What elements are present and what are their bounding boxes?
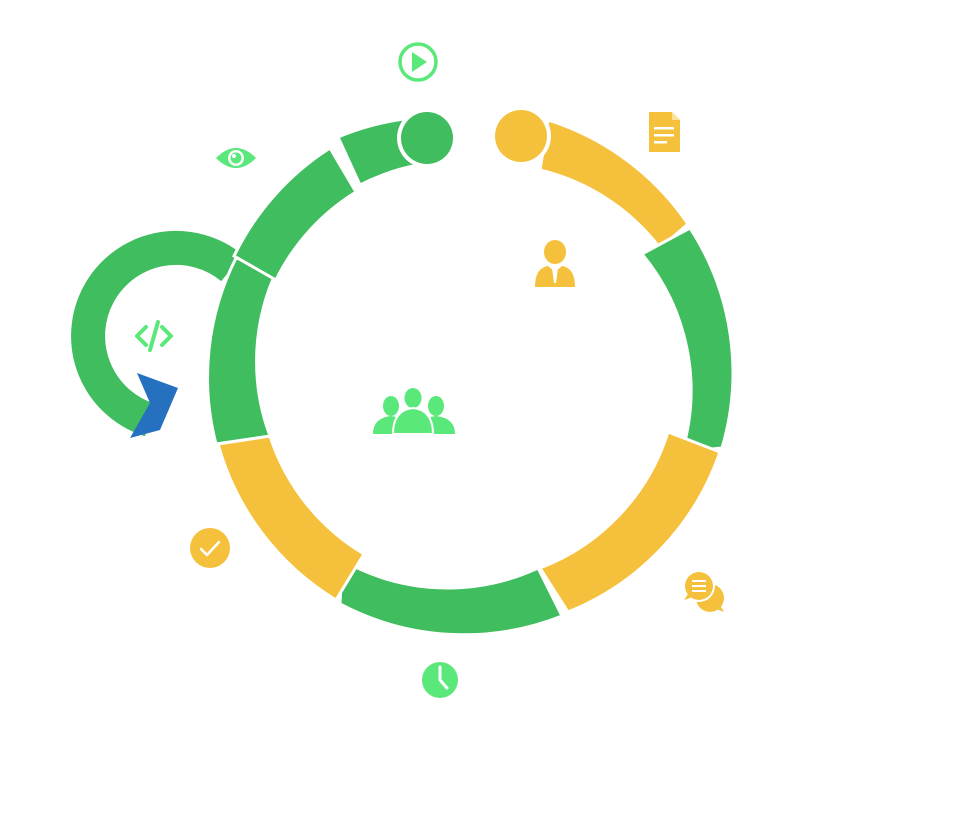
ring-segment-bottom-right bbox=[537, 430, 722, 614]
ring-segment-bottom-left bbox=[216, 434, 367, 603]
ring-segment-top-right bbox=[538, 118, 690, 251]
document-icon bbox=[649, 112, 680, 152]
chat-icon bbox=[683, 570, 724, 612]
code-loop-arc bbox=[71, 230, 243, 437]
ring-cap-green bbox=[397, 108, 457, 168]
cycle-ring bbox=[206, 116, 735, 637]
blue-arrow-icon bbox=[130, 373, 178, 438]
check-circle-icon bbox=[190, 528, 230, 568]
clock-icon bbox=[422, 662, 458, 698]
code-icon bbox=[135, 320, 173, 352]
team-icon bbox=[373, 388, 455, 435]
businessman-icon bbox=[535, 240, 575, 287]
ring-segment-right bbox=[639, 226, 735, 454]
play-icon bbox=[398, 42, 438, 82]
ring-segment-upper-left bbox=[232, 145, 359, 283]
eye-icon bbox=[216, 148, 256, 168]
ring-segment-left bbox=[206, 256, 281, 446]
ring-cap-yellow bbox=[491, 106, 551, 166]
ring-segment-bottom bbox=[338, 557, 565, 637]
